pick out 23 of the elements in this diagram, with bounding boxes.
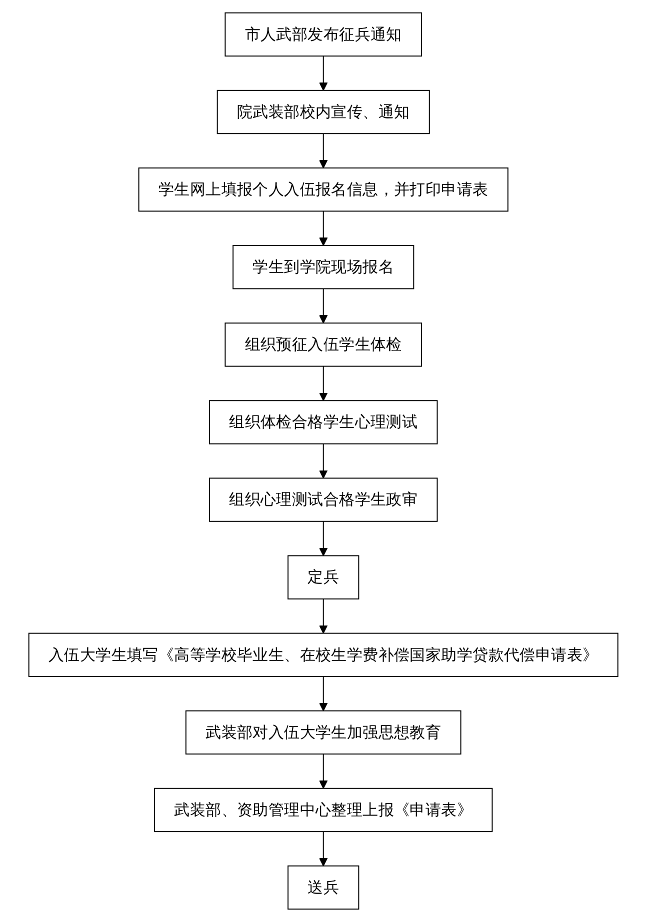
process-box: 院武装部校内宣传、通知 bbox=[216, 90, 430, 134]
process-box: 组织心理测试合格学生政审 bbox=[209, 478, 438, 522]
arrow bbox=[319, 520, 328, 556]
arrow bbox=[319, 443, 328, 479]
arrow bbox=[319, 676, 328, 712]
process-box: 学生网上填报个人入伍报名信息，并打印申请表 bbox=[138, 167, 509, 212]
process-box: 组织体检合格学生心理测试 bbox=[209, 400, 438, 444]
arrow bbox=[319, 754, 328, 789]
process-box: 入伍大学生填写《高等学校毕业生、在校生学费补偿国家助学贷款代偿申请表》 bbox=[28, 632, 618, 677]
arrow bbox=[319, 831, 328, 866]
arrow bbox=[319, 366, 328, 401]
arrow bbox=[319, 598, 328, 634]
arrow bbox=[319, 210, 328, 246]
arrow bbox=[319, 288, 328, 324]
process-box: 武装部对入伍大学生加强思想教育 bbox=[186, 710, 462, 755]
process-box: 武装部、资助管理中心整理上报《申请表》 bbox=[154, 788, 493, 832]
process-box: 学生到学院现场报名 bbox=[232, 245, 414, 290]
process-box: 送兵 bbox=[288, 865, 360, 910]
arrow bbox=[319, 56, 328, 91]
process-box: 定兵 bbox=[288, 555, 360, 600]
process-box: 市人武部发布征兵通知 bbox=[224, 12, 422, 57]
process-box: 组织预征入伍学生体检 bbox=[224, 322, 422, 367]
arrow bbox=[319, 133, 328, 168]
